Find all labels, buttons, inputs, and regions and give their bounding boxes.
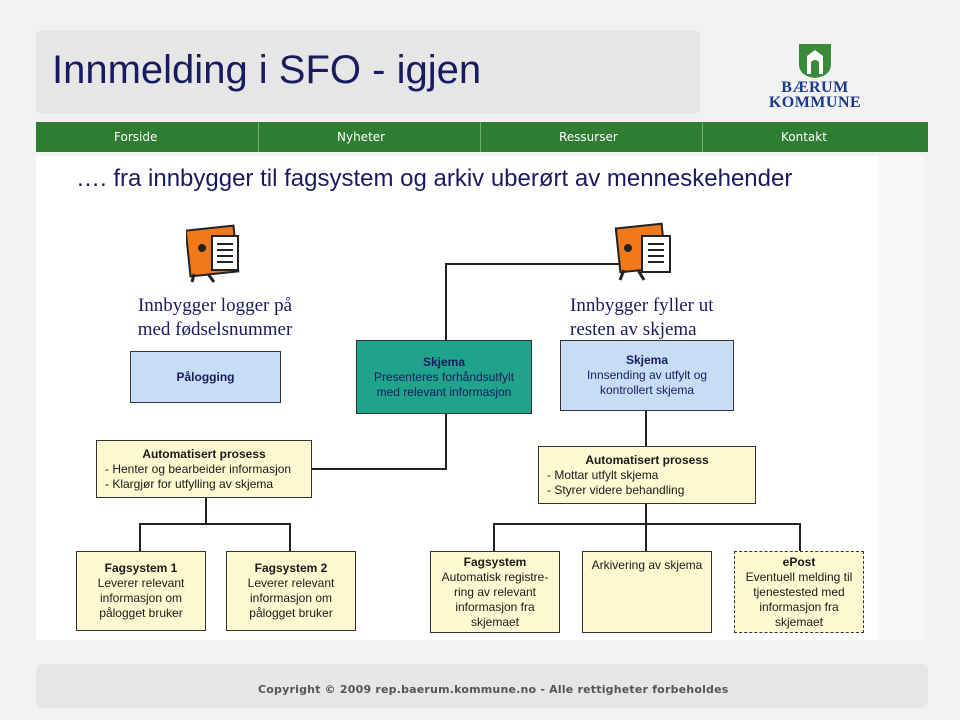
auto-process-1-line-1: - Henter og bearbeider informasjon xyxy=(105,461,292,476)
archive-box: Arkivering av skjema xyxy=(582,551,712,633)
baerum-shield-logo xyxy=(799,44,831,78)
archive-label: Arkivering av skjema xyxy=(591,558,703,572)
copyright-text: Copyright © 2009 rep.baerum.kommune.no -… xyxy=(258,683,729,696)
fagsystem-line-2: ring av relevant xyxy=(453,584,537,599)
epost-line-1: Eventuell melding til xyxy=(745,569,853,584)
form-prefilled-title: Skjema xyxy=(422,354,466,369)
logo-line-1: BÆRUM xyxy=(781,79,849,96)
content-edge xyxy=(878,156,924,640)
page-title: Innmelding i SFO - igjen xyxy=(52,48,482,92)
subtitle: …. fra innbygger til fagsystem og arkiv … xyxy=(76,165,793,192)
fagsystem-line-4: skjemaet xyxy=(470,614,520,629)
fill-caption-line-2: resten av skjema xyxy=(570,319,697,340)
form-prefilled-box: Skjema Presenteres forhåndsutfylt med re… xyxy=(356,340,532,414)
logo-line-2: KOMMUNE xyxy=(768,94,862,111)
line-fag-branch xyxy=(139,523,291,551)
logo-text: BÆRUM KOMMUNE xyxy=(760,79,870,111)
auto-process-1-line-2: - Klargjør for utfylling av skjema xyxy=(105,476,274,491)
login-box: Pålogging xyxy=(130,351,281,403)
fill-caption-line-1: Innbygger fyller ut xyxy=(570,295,714,316)
form-submit-box: Skjema Innsending av utfylt og kontrolle… xyxy=(560,340,734,411)
title-panel xyxy=(36,30,700,114)
auto-process-2-title: Automatisert prosess xyxy=(585,452,709,467)
person-form-icon-right xyxy=(614,222,671,281)
fagsystem-line-1: Automatisk registre- xyxy=(441,569,549,584)
epost-box: ePost Eventuell melding til tjenestested… xyxy=(734,551,864,633)
auto-process-2-line-1: - Mottar utfylt skjema xyxy=(547,467,659,482)
auto-process-2-line-2: - Styrer videre behandling xyxy=(547,482,685,497)
fagsystem-1-title: Fagsystem 1 xyxy=(104,561,178,575)
fagsystem-1-line-3: pålogget bruker xyxy=(99,606,183,620)
fagsystem-2-box: Fagsystem 2 Leverer relevant informasjon… xyxy=(226,551,356,631)
fagsystem-1-box: Fagsystem 1 Leverer relevant informasjon… xyxy=(76,551,206,631)
auto-process-1-title: Automatisert prosess xyxy=(142,446,266,461)
login-caption-line-2: med fødselsnummer xyxy=(137,319,293,340)
fagsystem-2-title: Fagsystem 2 xyxy=(254,561,328,575)
login-caption: Innbygger logger på med fødselsnummer xyxy=(110,294,320,342)
fagsystem-1-line-2: informasjon om xyxy=(99,591,183,605)
fagsystem-2-line-1: Leverer relevant xyxy=(247,576,335,590)
login-caption-line-1: Innbygger logger på xyxy=(137,295,293,316)
epost-line-2: tjenestested med xyxy=(753,584,845,599)
fagsystem-title: Fagsystem xyxy=(463,554,527,569)
fagsystem-2-line-2: informasjon om xyxy=(249,591,333,605)
nav-item-forside[interactable]: Forside xyxy=(114,130,158,144)
form-submit-line-2: kontrollert skjema xyxy=(599,383,695,397)
form-prefilled-line-2: med relevant informasjon xyxy=(376,384,512,399)
person-form-icon-left xyxy=(186,224,240,283)
fagsystem-line-3: informasjon fra xyxy=(455,599,535,614)
fill-caption: Innbygger fyller ut resten av skjema xyxy=(548,294,760,342)
epost-line-4: skjemaet xyxy=(774,614,824,629)
fagsystem-box: Fagsystem Automatisk registre- ring av r… xyxy=(430,551,560,633)
footer-panel xyxy=(36,664,928,708)
epost-title: ePost xyxy=(782,554,816,569)
form-submit-title: Skjema xyxy=(625,353,669,367)
nav-bar: Forside Nyheter Ressurser Kontakt xyxy=(36,122,928,152)
fagsystem-1-line-1: Leverer relevant xyxy=(97,576,185,590)
nav-item-nyheter[interactable]: Nyheter xyxy=(258,122,480,152)
nav-item-kontakt[interactable]: Kontakt xyxy=(702,122,928,152)
login-box-label: Pålogging xyxy=(176,369,235,384)
fagsystem-2-line-3: pålogget bruker xyxy=(249,606,333,620)
auto-process-1-box: Automatisert prosess - Henter og bearbei… xyxy=(96,440,312,498)
epost-line-3: informasjon fra xyxy=(759,599,839,614)
auto-process-2-box: Automatisert prosess - Mottar utfylt skj… xyxy=(538,446,756,504)
nav-item-ressurser[interactable]: Ressurser xyxy=(480,122,702,152)
form-submit-line-1: Innsending av utfylt og xyxy=(586,368,708,382)
form-prefilled-line-1: Presenteres forhåndsutfylt xyxy=(373,369,515,384)
